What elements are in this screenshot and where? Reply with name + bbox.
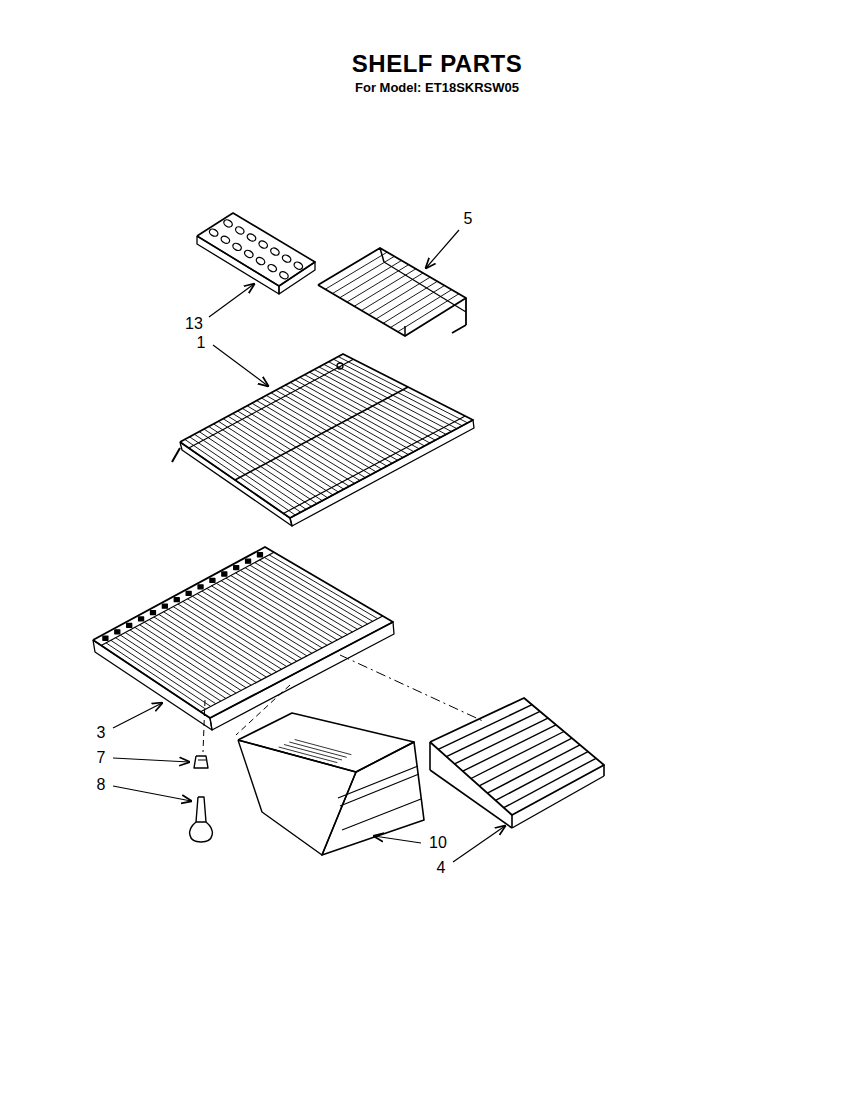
- part-line: [512, 776, 604, 828]
- tray-cup: [269, 247, 280, 257]
- part-line: [430, 770, 512, 828]
- vent-slot: [174, 598, 179, 602]
- vent-slot: [234, 566, 239, 570]
- part-line: [284, 745, 342, 761]
- vent-slot: [115, 630, 120, 634]
- part-line: [203, 700, 205, 752]
- leader-line: [113, 786, 191, 801]
- part-line: [404, 326, 406, 336]
- vent-slot: [198, 585, 203, 589]
- callout-number: 7: [95, 749, 108, 767]
- part-line: [255, 563, 363, 627]
- vent-slot: [162, 604, 167, 608]
- callout-number: 8: [95, 776, 108, 794]
- leader-line: [426, 230, 459, 268]
- part-line: [429, 742, 431, 770]
- tray-cup: [223, 218, 234, 228]
- vent-slot: [222, 572, 227, 576]
- vent-slot: [103, 636, 108, 640]
- vent-slot: [150, 611, 155, 615]
- part-line: [383, 286, 444, 324]
- part-line: [380, 248, 384, 262]
- vent-slot: [127, 623, 132, 627]
- tray-cup: [255, 256, 266, 266]
- tray-cup: [243, 249, 254, 259]
- leader-line: [453, 826, 505, 862]
- tray-cup: [281, 254, 292, 264]
- part-line: [342, 799, 421, 830]
- part-line: [452, 325, 466, 333]
- diagram-title: SHELF PARTS: [352, 52, 522, 76]
- part-line: [235, 387, 408, 480]
- part-line: [273, 750, 332, 766]
- leader-line: [213, 345, 268, 386]
- part-outline: [180, 354, 473, 518]
- part-line: [511, 815, 513, 828]
- part-line: [504, 758, 596, 807]
- leader-line: [374, 836, 421, 843]
- part-line: [279, 747, 338, 763]
- part-line: [172, 448, 180, 462]
- part-line: [201, 616, 383, 712]
- callout-number: 3: [95, 724, 108, 742]
- part-line: [603, 765, 605, 776]
- tray-cup: [293, 261, 304, 271]
- part-line: [338, 766, 418, 798]
- shelf-clip: [337, 363, 343, 369]
- part-outline: [93, 547, 393, 718]
- part-line: [295, 740, 352, 755]
- part-line: [289, 742, 346, 757]
- part-outline: [194, 756, 208, 768]
- callout-number: 1: [195, 334, 208, 352]
- vent-slot: [246, 559, 251, 563]
- tray-cup: [208, 228, 219, 238]
- leader-line: [209, 284, 254, 317]
- part-line: [340, 655, 485, 722]
- part-line: [101, 552, 274, 645]
- part-outline: [318, 248, 466, 336]
- part-line: [398, 294, 459, 332]
- part-outline: [279, 262, 315, 294]
- tray-cup: [258, 240, 269, 250]
- part-line: [384, 262, 466, 312]
- part-line: [283, 416, 465, 513]
- vent-slot: [186, 591, 191, 595]
- part-outline: [197, 213, 315, 286]
- part-line: [391, 290, 452, 328]
- part-outline: [196, 797, 206, 822]
- part-line: [438, 705, 532, 750]
- vent-slot: [139, 617, 144, 621]
- part-line: [446, 711, 540, 756]
- tray-cup: [278, 270, 289, 280]
- part-outline: [180, 442, 292, 526]
- callout-number: 5: [462, 210, 475, 228]
- part-line: [269, 555, 378, 619]
- tray-cup: [246, 232, 257, 242]
- model-label: For Model: ET18SKRSW05: [355, 81, 519, 94]
- tray-cup: [234, 225, 245, 235]
- vent-slot: [257, 553, 262, 557]
- part-line: [264, 557, 372, 621]
- leader-line: [113, 703, 162, 728]
- part-line: [198, 760, 206, 761]
- tray-cup: [220, 235, 231, 245]
- tray-cup: [267, 263, 278, 273]
- part-line: [260, 560, 368, 624]
- callout-number: 4: [435, 859, 448, 877]
- part-outline: [197, 236, 279, 294]
- part-line: [340, 774, 419, 806]
- part-outline: [93, 640, 212, 730]
- part-line: [487, 745, 580, 793]
- callout-number: 10: [427, 834, 449, 852]
- vent-slot: [210, 578, 215, 582]
- part-outline: [238, 713, 414, 772]
- part-outline: [430, 698, 604, 815]
- part-line: [189, 359, 354, 448]
- callout-number: 13: [183, 315, 205, 333]
- tray-cup: [232, 242, 243, 252]
- part-line: [190, 822, 213, 842]
- leader-line: [113, 758, 189, 762]
